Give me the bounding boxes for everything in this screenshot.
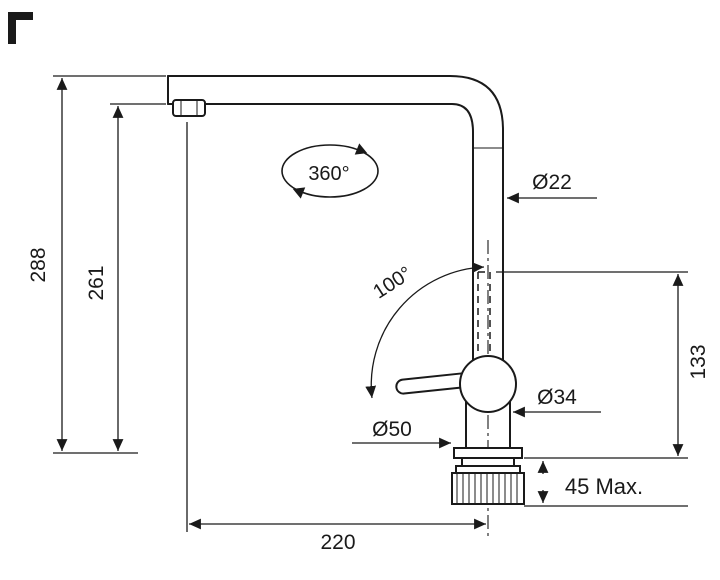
ball-joint [459,355,517,413]
dimension-handle-height: 133 [496,271,710,459]
dimension-overall-height: 288 [27,75,166,454]
aerator [172,99,206,117]
label-overall-height: 288 [27,247,50,282]
leader-body-diameter: Ø34 [513,386,601,418]
swivel-symbol: 360° [281,143,379,199]
label-deck-thickness: 45 Max. [565,474,643,499]
label-base-diameter: Ø50 [372,418,412,441]
label-handle-swing: 100° [369,262,416,303]
label-swivel-angle: 360° [308,163,349,185]
dimension-deck-thickness: 45 Max. [524,461,688,507]
label-reach: 220 [320,531,355,554]
leader-spout-diameter: Ø22 [506,171,597,204]
faucet-spout [167,75,504,371]
swivel-arrowhead-bottom [292,187,306,199]
leader-base-diameter: Ø50 [352,418,451,449]
frame-corner-mark [8,12,33,44]
dimension-reach: 220 [186,122,486,554]
label-handle-height: 133 [687,344,710,379]
dimension-spout-underside-height: 261 [85,103,166,451]
mounting-hardware [451,457,525,505]
faucet-body [465,397,511,449]
handle-lever [395,372,470,395]
label-spout-underside-height: 261 [85,265,108,300]
swivel-arrowhead-top [354,143,368,155]
label-spout-diameter: Ø22 [532,171,572,194]
base-flange [453,447,523,459]
label-body-diameter: Ø34 [537,386,577,409]
